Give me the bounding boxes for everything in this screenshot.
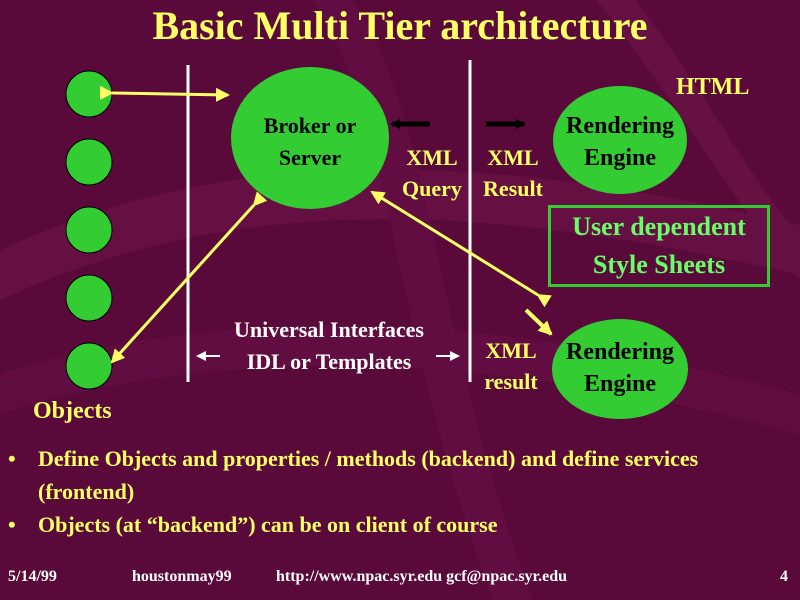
arrow-objects-broker xyxy=(99,85,230,102)
bullet-item-1: • Define Objects and properties / method… xyxy=(8,442,788,508)
objects-label: Objects xyxy=(33,398,112,424)
footer-date: 5/14/99 xyxy=(8,568,57,585)
universal-interfaces-label: Universal Interfaces IDL or Templates xyxy=(200,314,458,378)
rendering-top-line1: Rendering xyxy=(566,113,674,139)
object-circle-1 xyxy=(65,70,113,118)
bullet-text-2: Objects (at “backend”) can be on client … xyxy=(38,512,498,537)
universal-interfaces-line1: Universal Interfaces xyxy=(233,317,424,342)
xml-result-label: XML Result xyxy=(474,142,552,204)
xml-result-bottom-line2: result xyxy=(484,369,538,394)
rendering-top-line2: Engine xyxy=(583,145,657,171)
arrow-stylesheet-broker xyxy=(370,190,552,308)
rendering-engine-top-label: Rendering Engine xyxy=(550,110,690,174)
xml-query-line1: XML xyxy=(406,145,458,170)
xml-result-bottom-label: XML result xyxy=(476,335,546,397)
xml-result-bottom-line1: XML xyxy=(485,338,537,363)
rendering-engine-bottom-label: Rendering Engine xyxy=(550,336,690,400)
rendering-engine-top-node xyxy=(553,86,687,194)
xml-query-line2: Query xyxy=(402,176,462,201)
bullet-dot: • xyxy=(8,446,16,471)
object-circle-3 xyxy=(65,206,113,254)
xml-result-line1: XML xyxy=(487,145,539,170)
broker-label-line2: Server xyxy=(278,145,342,170)
universal-interfaces-line2: IDL or Templates xyxy=(246,349,412,374)
bullet-list: • Define Objects and properties / method… xyxy=(8,442,788,541)
objects-column xyxy=(65,70,113,390)
style-sheets-line1: User dependent xyxy=(572,212,746,241)
object-circle-5 xyxy=(65,342,113,390)
style-sheets-line2: Style Sheets xyxy=(592,250,726,279)
footer-url: http://www.npac.syr.edu gcf@npac.syr.edu xyxy=(276,568,568,585)
rendering-engine-bottom-node xyxy=(552,319,688,419)
xml-result-line2: Result xyxy=(483,176,543,201)
bullet-text-1: Define Objects and properties / methods … xyxy=(38,446,699,504)
rendering-bottom-line1: Rendering xyxy=(566,339,674,365)
arrow-broker-objects xyxy=(110,191,268,364)
bullet-dot: • xyxy=(8,512,16,537)
object-circle-2 xyxy=(65,138,113,186)
footer-presentation: houstonmay99 xyxy=(132,568,232,585)
slide-title: Basic Multi Tier architecture xyxy=(152,3,648,48)
rendering-bottom-line2: Engine xyxy=(583,371,657,397)
user-style-sheets-box: User dependent Style Sheets xyxy=(548,205,770,287)
html-label: HTML xyxy=(676,74,750,100)
object-circle-4 xyxy=(65,274,113,322)
arrow-xml-result-bottom xyxy=(524,308,553,336)
broker-node-label: Broker or Server xyxy=(240,110,380,174)
footer-page-number: 4 xyxy=(780,568,788,585)
broker-label-line1: Broker or xyxy=(263,113,357,138)
broker-node xyxy=(231,67,389,209)
xml-query-label: XML Query xyxy=(394,142,470,204)
bullet-item-2: • Objects (at “backend”) can be on clien… xyxy=(8,508,788,541)
